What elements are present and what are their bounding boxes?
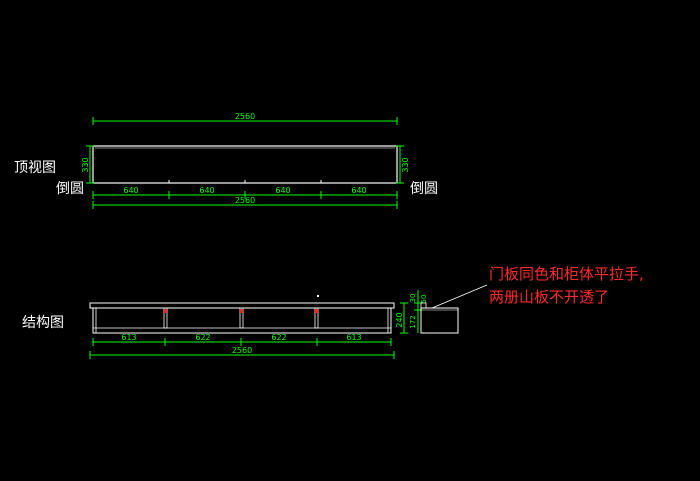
handle-marker	[240, 309, 243, 313]
dim-top-overall: 2560	[235, 112, 255, 121]
dim-structure-overall: 2560	[232, 346, 252, 355]
partition	[163, 307, 168, 329]
dim-structure-segment: 613	[121, 333, 136, 342]
top-view-group: 2560 330 330 640 640 640 640 2560	[81, 112, 410, 209]
label-rounded-right: 倒圆	[410, 181, 438, 197]
structure-view-group: 613 622 622 613 2560 240 30 50 172	[89, 284, 488, 359]
handle-marker	[315, 309, 318, 313]
top-view-outline	[92, 145, 398, 184]
dim-segment: 640	[199, 186, 214, 195]
dim-height: 240	[395, 312, 404, 327]
side-profile-top	[420, 302, 427, 309]
label-top-view: 顶视图	[14, 160, 56, 176]
dim-side: 50	[420, 295, 428, 304]
leader-line	[431, 284, 488, 309]
handle-marker	[164, 309, 167, 313]
dim-segment: 640	[123, 186, 138, 195]
dim-bottom-overall: 2560	[235, 196, 255, 205]
dim-left-depth: 330	[81, 157, 90, 172]
dim-structure-segment: 613	[346, 333, 361, 342]
dim-structure-segment: 622	[195, 333, 210, 342]
partition	[239, 307, 244, 329]
dim-segment: 640	[275, 186, 290, 195]
top-board	[89, 302, 395, 309]
annotation-note: 门板同色和柜体平拉手, 两册山板不开透了	[489, 263, 644, 309]
annotation-line-2: 两册山板不开透了	[489, 288, 610, 306]
dim-right-depth: 330	[401, 157, 410, 172]
partition	[314, 307, 319, 329]
label-rounded-left: 倒圆	[56, 181, 84, 197]
dim-side: 172	[409, 315, 417, 328]
dim-segment: 640	[351, 186, 366, 195]
dim-side: 30	[409, 294, 417, 303]
annotation-line-1: 门板同色和柜体平拉手,	[489, 265, 644, 283]
label-structure-view: 结构图	[22, 315, 64, 331]
dim-structure-segment: 622	[271, 333, 286, 342]
dot-marker	[317, 295, 319, 297]
side-profile-box	[420, 307, 459, 334]
